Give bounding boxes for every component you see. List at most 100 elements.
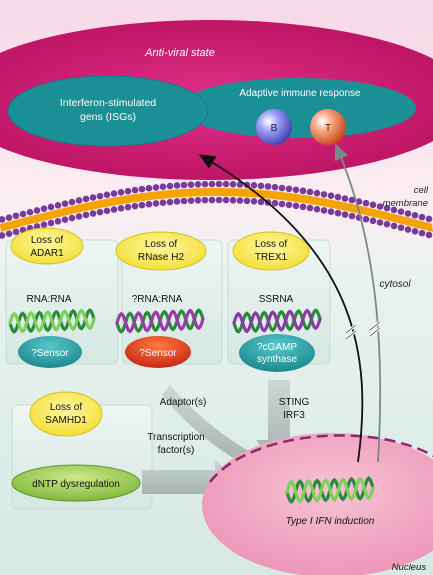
membrane-lipid-head (5, 230, 13, 237)
membrane-lipid-head (117, 189, 125, 196)
membrane-lipid-head (54, 201, 62, 209)
membrane-lipid-head (215, 196, 223, 204)
membrane-lipid-head (320, 191, 328, 198)
membrane-lipid-head (12, 228, 20, 236)
membrane-lipid-head (404, 226, 412, 233)
membrane-lipid-head (383, 220, 391, 228)
membrane-lipid-head (299, 187, 307, 195)
membrane-lipid-head (0, 232, 6, 239)
membrane-lipid-head (194, 197, 202, 204)
membrane-lipid-head (285, 185, 293, 193)
membrane-lipid-head (397, 208, 405, 216)
membrane-lipid-head (278, 200, 286, 208)
membrane-lipid-head (208, 180, 216, 188)
membrane-lipid-head (194, 181, 202, 188)
loss-trex1-ellipse (232, 231, 310, 271)
membrane-lipid-head (222, 196, 230, 204)
membrane-lipid-head (47, 203, 55, 211)
membrane-lipid-head (404, 210, 412, 217)
membrane-lipid-head (320, 207, 328, 214)
membrane-lipid-head (369, 201, 377, 209)
membrane-lipid-head (348, 196, 356, 204)
loss-samhd1-line2: SAMHD1 (45, 415, 87, 426)
membrane-lipid-head (243, 197, 251, 205)
sensor-rnaseh2 (125, 336, 191, 368)
membrane-lipid-head (201, 196, 209, 204)
membrane-lipid-head (19, 210, 27, 218)
loss-samhd1-line1: Loss of (50, 402, 82, 413)
membrane-lipid-head (313, 205, 321, 213)
membrane-lipid-head (327, 208, 335, 216)
membrane-lipid-head (0, 216, 6, 223)
membrane-lipid-head (152, 200, 160, 207)
loss-trex1-line2: TREX1 (255, 252, 288, 263)
sensor-trex1 (239, 334, 315, 372)
adaptive-immune-label: Adaptive immune response (239, 88, 361, 99)
membrane-lipid-head (166, 198, 174, 206)
nucleic-acid-trex1: SSRNA (259, 294, 294, 305)
t-cell-icon (310, 109, 346, 145)
membrane-lipid-head (418, 213, 426, 221)
membrane-lipid-head (215, 180, 223, 188)
nucleus-label: Nucleus (392, 562, 427, 573)
arrow-break-lines (345, 321, 381, 340)
membrane-lipid-head (159, 183, 167, 190)
membrane-lipid-head (173, 198, 181, 205)
loss-adar1-line1: Loss of (31, 235, 63, 246)
membrane-lipid-head (124, 203, 132, 211)
membrane-lipid-head (306, 188, 314, 196)
membrane-lipid-head (166, 182, 174, 190)
membrane-lipid-head (313, 189, 321, 197)
membrane-lipid-head (131, 202, 139, 210)
membrane-lipid-head (369, 217, 377, 225)
adaptor-label: Adaptor(s) (160, 397, 207, 408)
membrane-lipid-head (362, 199, 370, 207)
membrane-lipid-head (362, 215, 370, 223)
membrane-lipid-head (236, 197, 244, 204)
membrane-lipid-head (271, 183, 279, 191)
membrane-lipid-head (390, 206, 398, 214)
helix-adar1-strand (8, 308, 96, 334)
membrane-lipid-head (250, 182, 258, 189)
membrane-lipid-head (425, 215, 433, 223)
membrane-lipid-head (131, 186, 139, 194)
sensor-trex1-line2: synthase (257, 354, 297, 365)
sting-label: STING (279, 397, 310, 408)
membrane-lipid-head (257, 182, 265, 190)
cytosol-label: cytosol (379, 279, 411, 290)
cell-membrane-label-line2: membrane (383, 198, 428, 209)
membrane-lipid-head (292, 202, 300, 210)
membrane-lipid-head (103, 191, 111, 199)
ifn-to-adaptive-arrow (334, 143, 382, 463)
membrane-lipid-head (82, 211, 90, 219)
membrane-lipid-head (75, 197, 83, 204)
loss-rnaseh2-line1: Loss of (145, 239, 177, 250)
membrane-lipid-head (264, 183, 272, 190)
membrane-lipid-head (334, 209, 342, 217)
membrane-lipid-head (299, 203, 307, 211)
isg-label-line2: gens (ISGs) (80, 111, 136, 123)
transcription-factor-line2: factor(s) (158, 445, 195, 456)
loss-rnaseh2-line2: RNase H2 (138, 252, 185, 263)
membrane-lipid-head (5, 214, 13, 221)
membrane-lipid-head (145, 200, 153, 208)
membrane-lipid-head (12, 212, 20, 220)
membrane-lipid-head (327, 192, 335, 200)
b-cell-label: B (271, 123, 278, 134)
membrane-lipid-head (278, 184, 286, 192)
membrane-lipid-head (229, 196, 237, 204)
membrane-lipid-head (61, 200, 69, 207)
membrane-lipid-head (89, 194, 97, 201)
nucleic-acid-adar1: RNA:RNA (26, 294, 71, 305)
membrane-lipid-head (96, 208, 104, 216)
cell-membrane-label-line1: cell (414, 185, 429, 196)
helix-nucleus-strand (285, 476, 375, 504)
membrane-lipid-head (138, 185, 146, 193)
loss-adar1-line2: ADAR1 (30, 248, 64, 259)
membrane-lipid-head (418, 229, 426, 237)
b-cell-icon (256, 109, 292, 145)
nucleic-acid-rnaseh2: ?RNA:RNA (132, 294, 183, 305)
helix-rnaseh2-strand (115, 308, 205, 334)
sensor-rnaseh2-label: ?Sensor (139, 348, 177, 359)
ifn-to-isg-arrow (198, 154, 364, 463)
